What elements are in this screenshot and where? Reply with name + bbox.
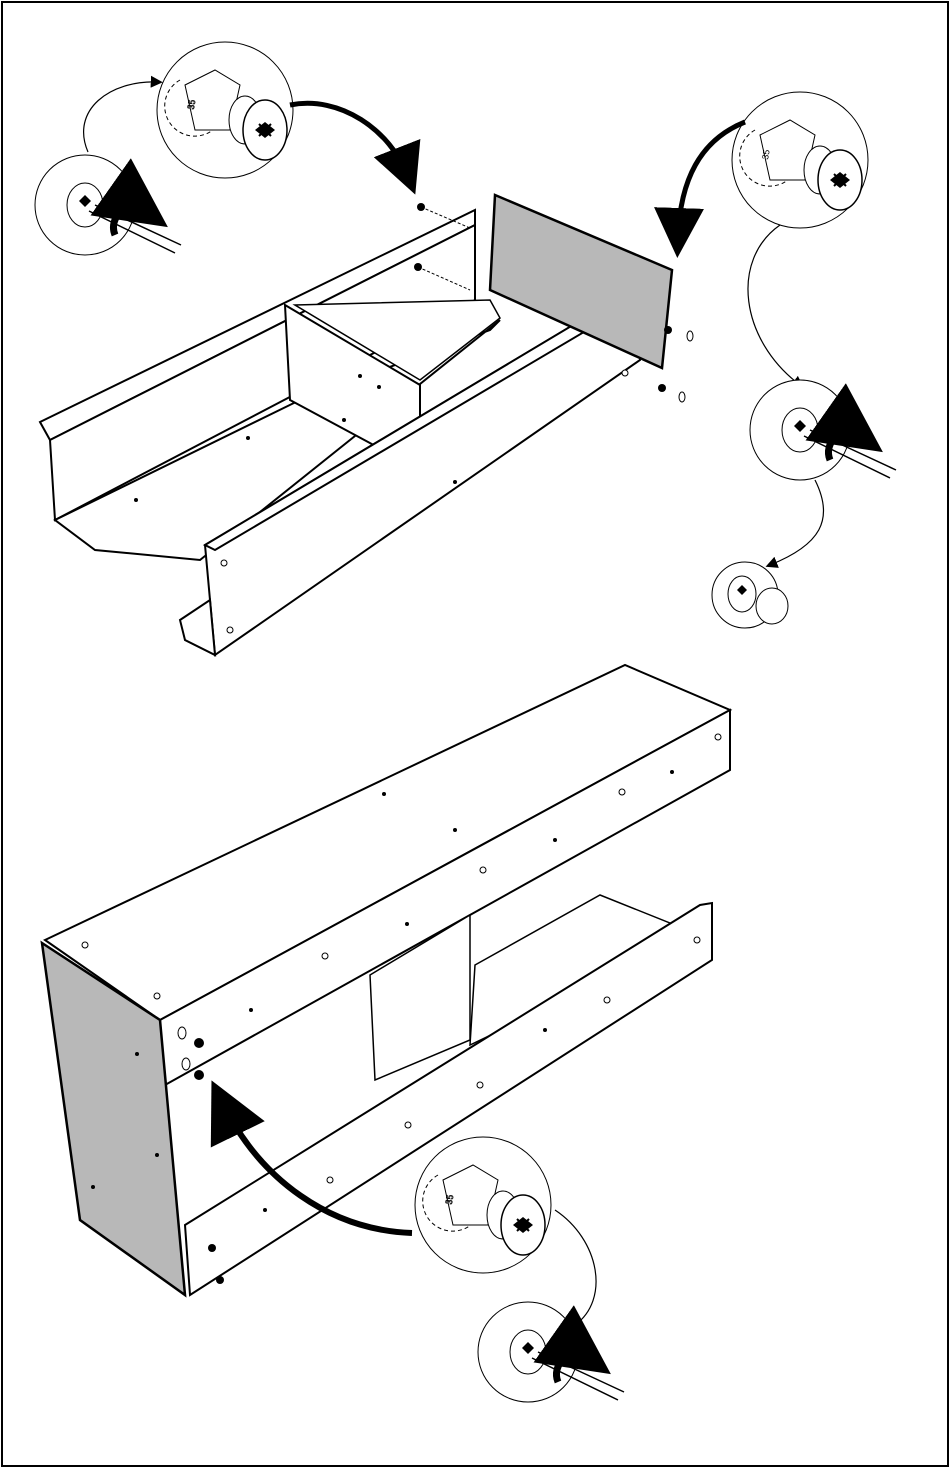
cam-label-3: 35: [444, 1194, 456, 1206]
top-assembly: [40, 195, 693, 655]
cam-lock-callout-bottom: 35: [415, 1137, 624, 1402]
cam-label-1: 35: [186, 99, 198, 111]
front-lip: [180, 600, 215, 655]
cap-detail: [712, 562, 788, 628]
flow-arrow-tr: [748, 225, 800, 385]
bottom-assembly: [42, 665, 730, 1295]
insert-arrow-tl: [290, 103, 408, 176]
cam-lock-callout-top-right: [678, 92, 896, 628]
cam-lock-callout-top-left: 35: [35, 42, 408, 255]
flow-arrow-tr2: [770, 480, 824, 565]
flow-arrow-bottom: [555, 1210, 596, 1325]
flow-arrow-tl: [84, 82, 158, 152]
